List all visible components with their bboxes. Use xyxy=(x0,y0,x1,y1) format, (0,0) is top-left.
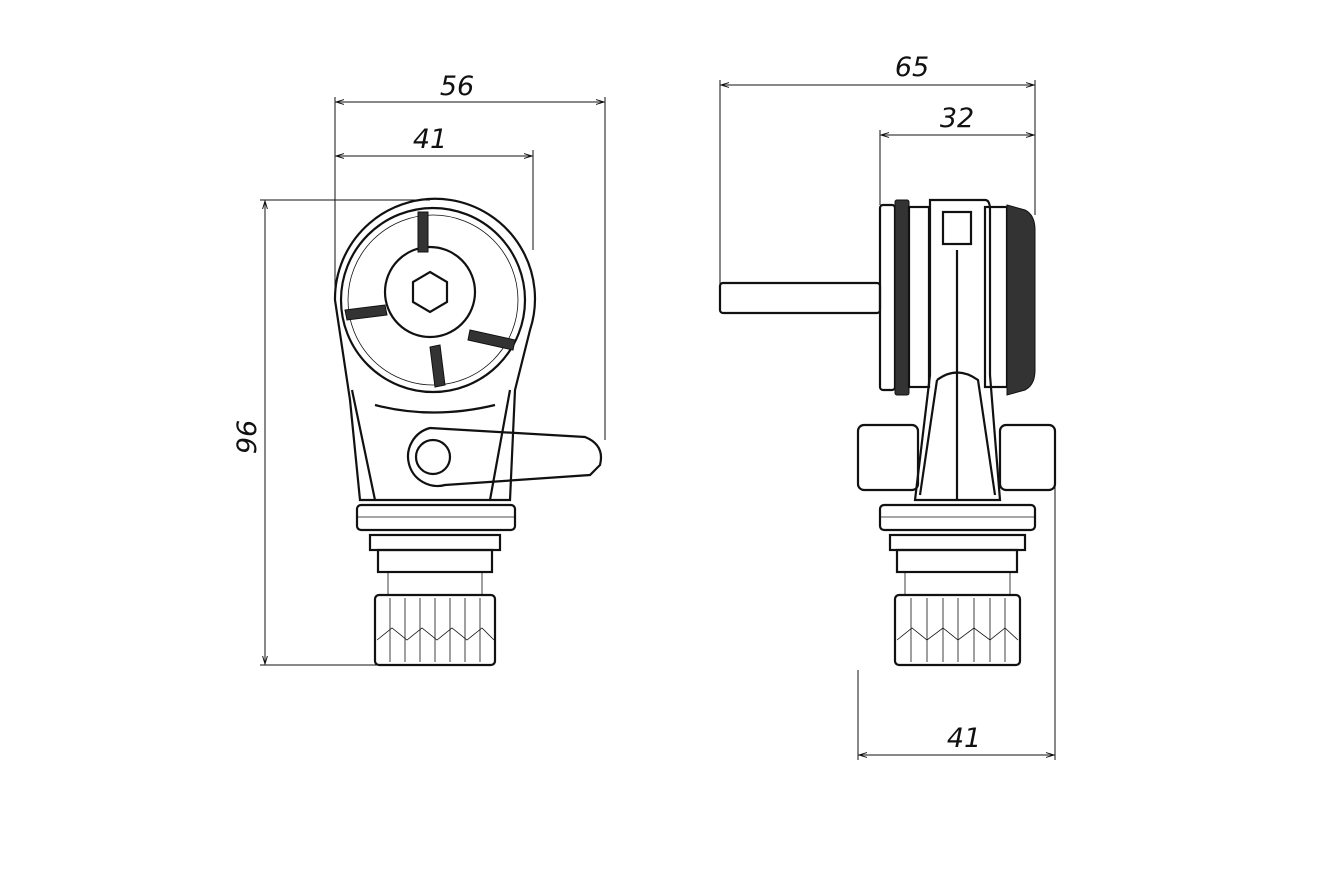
front-view-dimensions: 56 41 96 xyxy=(232,71,606,666)
front-view-part xyxy=(333,197,603,667)
dim-label-41-side: 41 xyxy=(947,723,981,754)
dim-label-32: 32 xyxy=(940,103,974,134)
dim-label-41-front: 41 xyxy=(413,124,447,155)
side-view-dimensions: 65 32 41 xyxy=(719,52,1056,760)
side-view-part xyxy=(718,198,1057,667)
dim-label-56: 56 xyxy=(440,71,474,102)
dim-label-96: 96 xyxy=(232,420,263,454)
dim-label-65: 65 xyxy=(895,52,929,83)
